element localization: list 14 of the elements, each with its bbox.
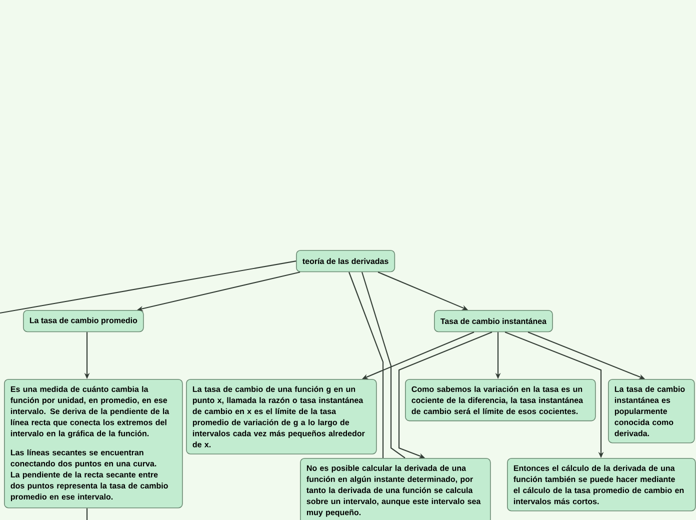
topic-box: La tasa de cambio promedio: [23, 310, 144, 332]
note-box: La tasa de cambio instantánea es popularmente conocida como derivada.: [608, 379, 695, 444]
note-box: La tasa de cambio de una función g en un punto x, llamada la razón o tasa instantánea de cambio en x es el límite de la tasa promedio de variación de g a lo largo de intervalos cada vez más pequeños alrededor de x.: [186, 379, 377, 454]
topic-box: Tasa de cambio instantánea: [434, 310, 553, 332]
topic-box: teoría de las derivadas: [296, 250, 396, 272]
connector-line: [348, 272, 384, 458]
connector-line: [86, 508, 88, 520]
connector-line: [362, 272, 406, 458]
note-box: Es una medida de cuánto cambia la función por unidad, en promedio, en ese intervalo. Se deriva de la pendiente de la línea recta que conecta los extremos del intervalo en la gráfica de la función. Las líneas secantes se encuentran conectando dos puntos en una curva. La pendiente de la recta secante entre dos puntos representa la tasa de cambio promedio en ese intervalo.: [4, 379, 183, 508]
note-box: Como sabemos la variación en la tasa es un cociente de la diferencia, la tasa instantánea de cambio será el límite de esos cocientes.: [405, 379, 596, 422]
note-box: No es posible calcular la derivada de una función en algún instante determinado, por tanto la derivada de una función se calcula sobre un intervalo, aunque este intervalo sea muy pequeño.: [300, 458, 491, 520]
connector-line: [0, 260, 296, 314]
note-box: Entonces el cálculo de la derivada de una función también se puede hacer mediante el cálculo de la tasa promedio de cambio en intervalos más cortos.: [507, 458, 696, 512]
arrow: [398, 332, 492, 458]
